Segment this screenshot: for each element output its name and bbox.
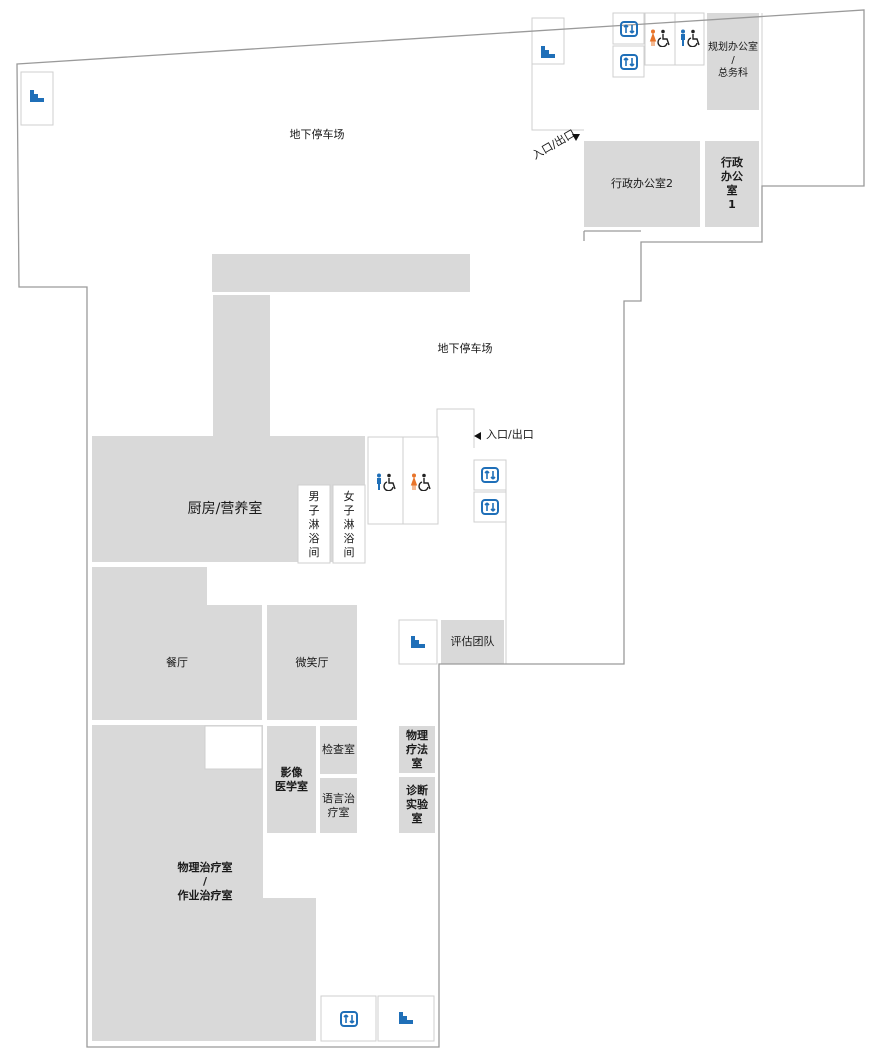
speech-therapy-room	[320, 778, 357, 833]
imaging-room	[267, 726, 316, 833]
male-accessible-restroom-icon	[368, 470, 403, 494]
planning-office-label: 规划办公室 / 总务科	[708, 42, 758, 79]
admin-office-1-room	[705, 141, 759, 227]
smile-hall-label: 微笑厅	[295, 656, 329, 669]
elevator-icon	[321, 1004, 376, 1034]
admin-office-1-label: 行政 办公 室 1	[721, 156, 743, 211]
pt-room	[399, 726, 435, 773]
elevator-icon	[474, 460, 506, 490]
speech-therapy-label: 语言治 疗室	[322, 792, 355, 819]
elevator-icon	[613, 47, 644, 77]
parking-label-mid: 地下停车场	[437, 342, 493, 355]
stairs-icon	[378, 1004, 434, 1032]
building-outline	[16, 9, 865, 1048]
stairs-icon	[399, 628, 437, 656]
entrance-arrow-down-icon	[570, 131, 582, 143]
diagnostic-lab-room	[399, 777, 435, 833]
planning-office-room	[707, 13, 759, 110]
assessment-team-room	[441, 620, 504, 664]
imaging-label: 影像 医学室	[275, 766, 308, 793]
women-shower-label: 女 子 淋 浴 间	[343, 490, 355, 559]
parking-label-top: 地下停车场	[289, 128, 345, 141]
assessment-team-label: 评估团队	[450, 635, 495, 648]
corridor-block	[212, 254, 470, 292]
therapy-room	[92, 725, 316, 1041]
entrance-arrow-left-icon	[472, 430, 484, 442]
female-accessible-restroom-icon	[403, 470, 438, 494]
admin-office-2-room	[584, 141, 700, 227]
pt-room-label: 物理 疗法 室	[406, 729, 428, 770]
diagnostic-lab-label: 诊断 实验 室	[406, 784, 428, 825]
kitchen-room	[92, 295, 365, 562]
elevator-icon	[613, 14, 644, 44]
small-white-room	[204, 725, 263, 770]
dining-label: 餐厅	[166, 656, 188, 669]
entrance-label-mid: 入口/出口	[486, 428, 534, 441]
smile-hall-room	[267, 605, 357, 720]
exam-room-label: 检查室	[322, 743, 355, 756]
admin-office-2-label: 行政办公室2	[611, 177, 673, 190]
exam-room	[320, 726, 357, 774]
kitchen-label: 厨房/营养室	[187, 501, 263, 517]
therapy-rooms-label: 物理治疗室 / 作业治疗室	[177, 861, 233, 902]
elevator-icon	[474, 492, 506, 522]
male-accessible-restroom-icon	[675, 26, 704, 50]
men-shower-label: 男 子 淋 浴 间	[308, 490, 320, 559]
stairs-icon	[21, 82, 53, 110]
stairs-icon	[532, 38, 564, 66]
female-accessible-restroom-icon	[645, 26, 675, 50]
dining-room	[92, 567, 262, 720]
